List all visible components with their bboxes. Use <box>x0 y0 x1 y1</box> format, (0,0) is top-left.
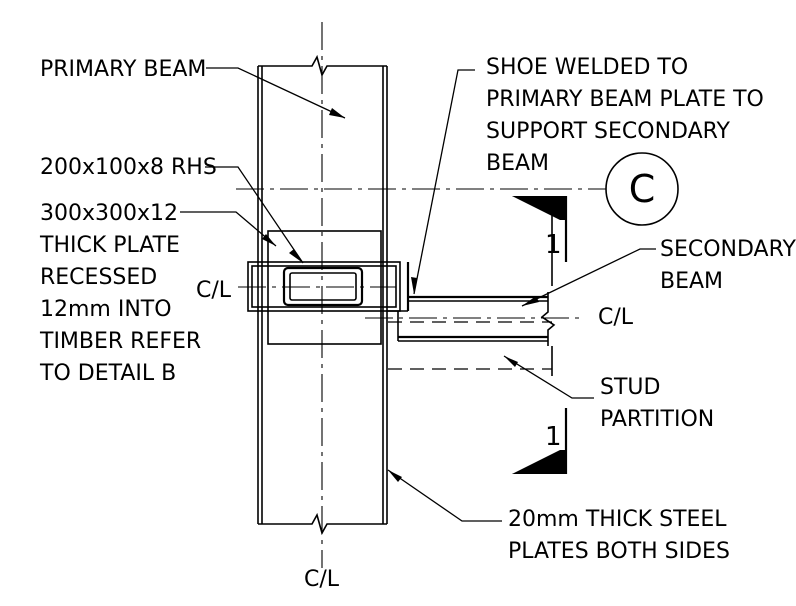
section-marker-top: 1 <box>512 196 568 262</box>
svg-text:PLATES BOTH SIDES: PLATES BOTH SIDES <box>508 539 730 564</box>
label-stud-partition: STUD PARTITION <box>600 375 714 432</box>
svg-text:BEAM: BEAM <box>660 269 723 294</box>
svg-text:SECONDARY: SECONDARY <box>660 237 796 262</box>
label-plate: 300x300x12 THICK PLATE RECESSED 12mm INT… <box>39 201 201 386</box>
label-secondary-beam: SECONDARY BEAM <box>660 237 796 294</box>
leader-secondary-beam <box>521 248 656 307</box>
leader-steel-plates <box>387 469 502 522</box>
svg-text:TO DETAIL B: TO DETAIL B <box>39 361 176 386</box>
section-letter: C <box>629 167 656 211</box>
svg-text:RECESSED: RECESSED <box>40 265 157 290</box>
leader-plate <box>180 211 277 247</box>
svg-text:300x300x12: 300x300x12 <box>40 201 178 226</box>
svg-text:PARTITION: PARTITION <box>600 407 714 432</box>
secondary-beam <box>397 292 556 346</box>
leader-primary-beam <box>206 67 346 119</box>
label-cl-left: C/L <box>196 278 232 303</box>
svg-text:BEAM: BEAM <box>486 151 549 176</box>
label-cl-right: C/L <box>598 305 634 330</box>
label-primary-beam: PRIMARY BEAM <box>40 57 206 82</box>
label-steel-plates: 20mm THICK STEEL PLATES BOTH SIDES <box>508 507 730 564</box>
section-marker-bottom: 1 <box>512 408 568 474</box>
svg-text:STUD: STUD <box>600 375 660 400</box>
label-shoe: SHOE WELDED TO PRIMARY BEAM PLATE TO SUP… <box>486 55 764 176</box>
svg-text:TIMBER REFER: TIMBER REFER <box>39 329 201 354</box>
section-mark-bottom-number: 1 <box>545 422 562 452</box>
primary-beam <box>257 54 388 536</box>
svg-text:20mm THICK STEEL: 20mm THICK STEEL <box>508 507 727 532</box>
leader-stud-partition <box>503 355 594 399</box>
svg-text:12mm INTO: 12mm INTO <box>40 297 172 322</box>
svg-text:SHOE WELDED TO: SHOE WELDED TO <box>486 55 688 80</box>
leader-shoe <box>413 69 475 295</box>
label-rhs: 200x100x8 RHS <box>40 155 217 180</box>
leader-rhs <box>205 166 304 264</box>
section-symbol-c: C <box>605 152 679 226</box>
label-cl-bottom: C/L <box>304 567 340 592</box>
svg-text:THICK PLATE: THICK PLATE <box>39 233 180 258</box>
svg-text:PRIMARY BEAM PLATE TO: PRIMARY BEAM PLATE TO <box>486 87 764 112</box>
svg-text:SUPPORT SECONDARY: SUPPORT SECONDARY <box>486 119 731 144</box>
section-mark-top-number: 1 <box>545 230 562 260</box>
